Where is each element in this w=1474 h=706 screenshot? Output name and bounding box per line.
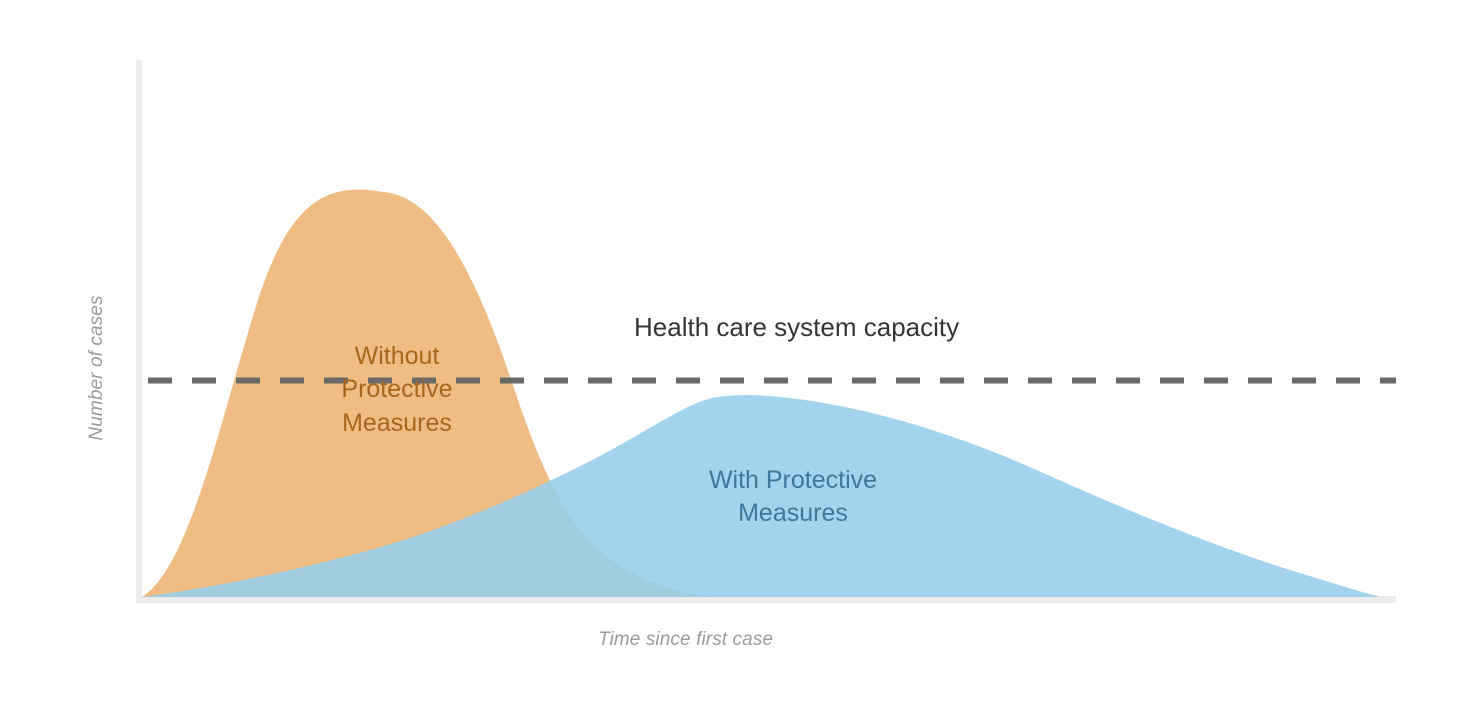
series-area-without-protective-measures <box>142 189 716 597</box>
with-protective-measures-label: With Protective Measures <box>708 466 878 528</box>
x-axis-line <box>136 596 1396 603</box>
without-protective-measures-label: Without Protective Measures <box>341 342 453 437</box>
series-area-with-protective-measures <box>142 395 1378 597</box>
capacity-annotation-label: Health care system capacity <box>634 312 960 342</box>
y-axis-label: Number of cases <box>86 295 107 441</box>
y-axis-line <box>136 60 142 598</box>
x-axis-label: Time since first case <box>598 629 774 650</box>
